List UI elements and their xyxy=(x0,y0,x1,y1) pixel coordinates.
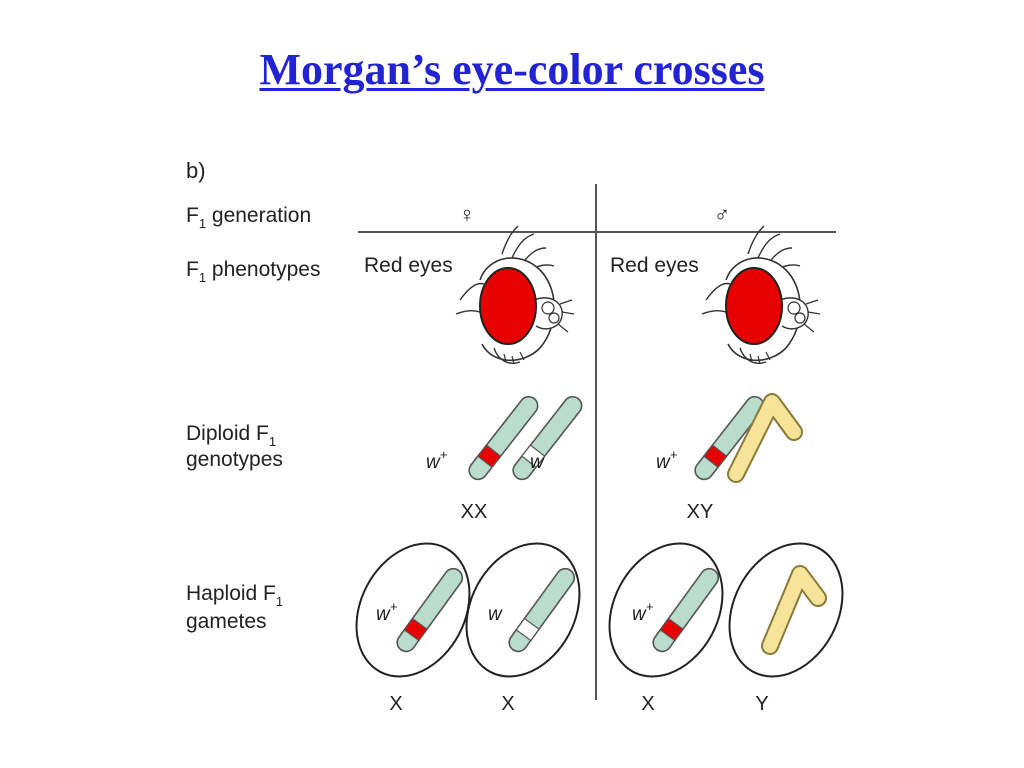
row-label-diploid-line2: genotypes xyxy=(186,448,283,471)
slide-title: Morgan’s eye-color crosses xyxy=(259,45,765,94)
female-genotype-label: XX xyxy=(461,501,488,523)
gamete-2: w xyxy=(465,542,581,678)
row-label-generation: F1 generation xyxy=(186,204,311,231)
male-symbol: ♂ xyxy=(714,202,731,227)
gamete-3-allele: w+ xyxy=(632,599,654,625)
panel-label: b) xyxy=(186,158,206,183)
male-y-chromosome xyxy=(729,395,801,481)
row-label-diploid: Diploid F1 xyxy=(186,422,276,449)
gamete-1: w+ xyxy=(355,542,471,678)
female-recessive-allele: w xyxy=(530,452,545,473)
female-x-chromosome-recessive xyxy=(512,395,583,481)
gamete-label-3: X xyxy=(641,693,654,715)
female-fly-head xyxy=(455,225,575,365)
gamete-4 xyxy=(728,542,844,678)
female-symbol: ♀ xyxy=(459,202,476,227)
female-x-chromosome-dominant xyxy=(468,395,539,481)
male-dominant-allele: w+ xyxy=(656,447,678,473)
row-label-haploid-line2: gametes xyxy=(186,610,267,633)
female-red-eye xyxy=(479,267,537,345)
gamete-label-4: Y xyxy=(755,693,768,715)
row-label-haploid: Haploid F1 xyxy=(186,582,283,609)
gamete-1-allele: w+ xyxy=(376,599,398,625)
male-red-eye xyxy=(725,267,783,345)
male-phenotype: Red eyes xyxy=(610,254,699,277)
gamete-label-1: X xyxy=(389,693,402,715)
gamete-3: w+ xyxy=(608,542,724,678)
female-phenotype: Red eyes xyxy=(364,254,453,277)
female-dominant-allele: w+ xyxy=(426,447,448,473)
male-genotype-label: XY xyxy=(687,501,714,523)
row-label-phenotypes: F1 phenotypes xyxy=(186,258,321,285)
gamete-2-allele: w xyxy=(488,604,503,625)
gamete-label-2: X xyxy=(501,693,514,715)
male-x-chromosome xyxy=(694,395,765,481)
male-fly-head xyxy=(701,225,821,365)
